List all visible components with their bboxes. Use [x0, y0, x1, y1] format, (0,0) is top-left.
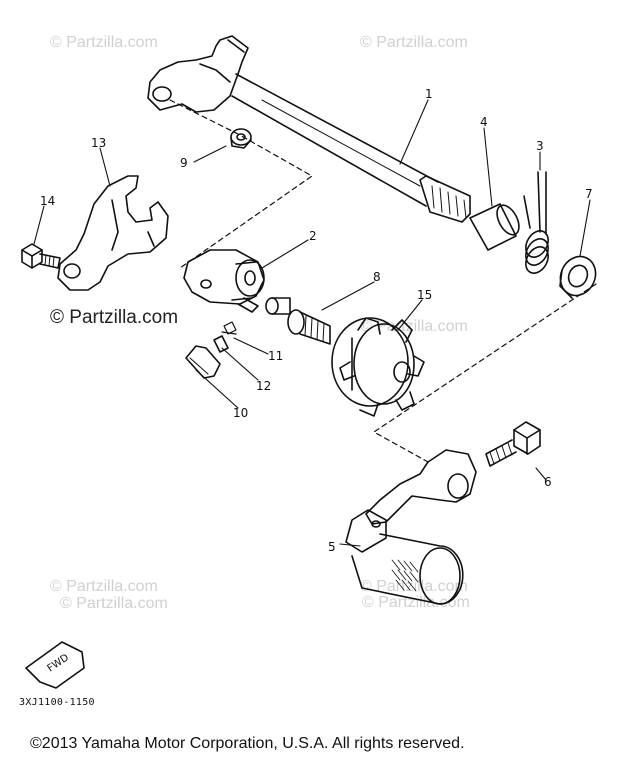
- watermark: © Partzilla.com: [360, 578, 468, 595]
- collar-part-2: [183, 249, 265, 313]
- watermark: © Partzilla.com: [60, 595, 168, 612]
- spring-part-3: [523, 171, 549, 274]
- watermark-strong: © Partzilla.com: [50, 307, 179, 328]
- callout-2: 2: [309, 229, 317, 243]
- callout-7: 7: [585, 187, 593, 201]
- shift-pedal-part-5: [345, 449, 477, 605]
- callout-6: 6: [544, 475, 552, 489]
- fwd-direction-badge: [25, 641, 85, 689]
- callout-numbers: 1 2 3 4 5 6 7 8 9 10 11 12 13 14 15 FWD: [40, 87, 593, 674]
- fwd-label: FWD: [46, 652, 72, 674]
- callout-12: 12: [256, 379, 271, 393]
- assembly-lines: [169, 99, 597, 463]
- bolt-part-6: [485, 421, 541, 467]
- callout-14: 14: [40, 194, 55, 208]
- watermark: © Partzilla.com: [360, 34, 468, 51]
- oil-seal-part-7: [559, 255, 597, 299]
- shift-shaft-part-1: [147, 35, 471, 223]
- watermark: © Partzilla.com: [362, 594, 470, 611]
- callout-3: 3: [536, 139, 544, 153]
- shoulder-bolt-part-8: [265, 297, 331, 345]
- watermark: © Partzilla.com: [50, 578, 158, 595]
- leader-lines: [33, 99, 591, 547]
- stopper-lever-part-13: [57, 175, 169, 291]
- watermark: © Partzilla.com: [50, 34, 158, 51]
- callout-9: 9: [180, 156, 188, 170]
- callout-13: 13: [91, 136, 106, 150]
- callout-4: 4: [480, 115, 488, 129]
- callout-15: 15: [417, 288, 432, 302]
- shift-cam-part-15: [331, 317, 425, 417]
- small-parts-10-11-12: [185, 321, 237, 379]
- callout-5: 5: [328, 540, 336, 554]
- callout-10: 10: [233, 406, 248, 420]
- callout-8: 8: [373, 270, 381, 284]
- callout-11: 11: [268, 349, 283, 363]
- bolt-part-14: [21, 243, 61, 269]
- diagram-code: 3XJ1100-1150: [19, 697, 95, 708]
- washer-part-9: [230, 128, 252, 149]
- callout-1: 1: [425, 87, 433, 101]
- copyright-text: ©2013 Yamaha Motor Corporation, U.S.A. A…: [30, 735, 465, 752]
- bushing-part-4: [469, 203, 520, 251]
